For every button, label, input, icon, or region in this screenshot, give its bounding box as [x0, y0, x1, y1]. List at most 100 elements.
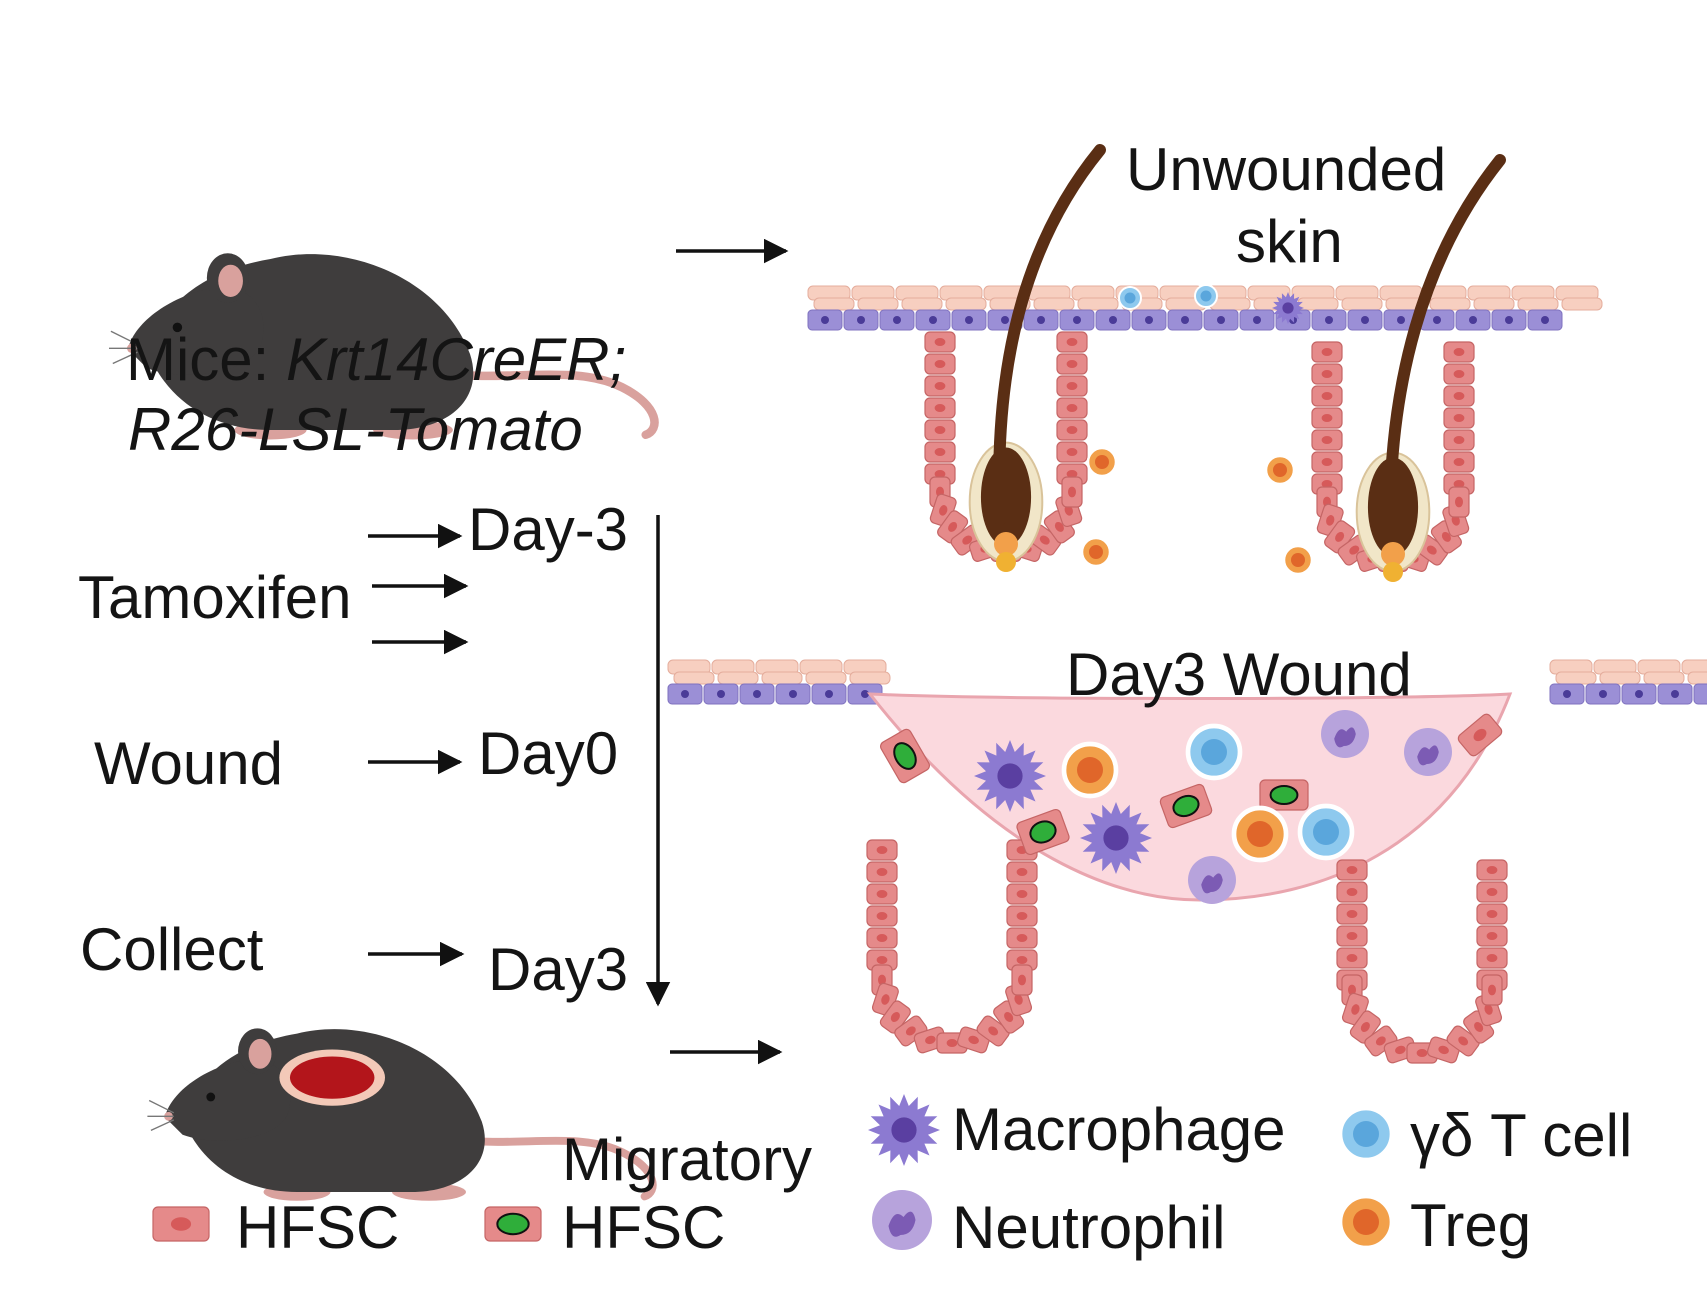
wound-follicle-left-left-cell-nucleus [876, 846, 888, 854]
migratory-hfsc-1 [880, 728, 930, 784]
mouse-eye [206, 1092, 216, 1102]
mouse-whiskers [108, 330, 138, 365]
wound-follicle-left-bulb-cell-nucleus [881, 994, 890, 1005]
unwounded-epidermis [807, 285, 1603, 331]
unwounded-follicle-left-left-cell [924, 375, 956, 397]
unwounded-epidermis-basal-cell [1131, 309, 1167, 331]
wound-follicle-right-bulb-cell [1446, 1025, 1480, 1057]
wound-epidermis-right-basal-cell [1657, 683, 1693, 705]
unwounded-follicle-right-left-cell [1311, 407, 1343, 429]
wound-treg-2 [1231, 805, 1289, 863]
unwounded-follicle-left-left-cell-nucleus [934, 426, 946, 434]
epidermal-gd-t-cell-1-nucleus [1124, 292, 1136, 304]
mouse-wound [289, 1056, 375, 1099]
migratory-hfsc-2 [1016, 808, 1070, 856]
legend-migratory-hfsc-glyph-nucleus [496, 1212, 530, 1236]
mouse-genotype-line1: Mice: Krt14CreER; [126, 330, 626, 390]
wound-epidermis-left-basal-cell [775, 683, 811, 705]
unwounded-epidermis-basal-cell [1491, 309, 1527, 331]
wound-follicle-left-bulb-cell [894, 1015, 928, 1047]
wound-epidermis-right-basal-cell [1549, 683, 1585, 705]
wound-epidermis-right-basal-body [1693, 683, 1707, 705]
wound-follicle-left-bulb-cell-nucleus [1018, 974, 1026, 986]
wound-follicle-left [866, 839, 1038, 1054]
unwounded-follicle-left-right-cell-nucleus [1066, 382, 1078, 390]
migratory-hfsc-4-nucleus [1269, 785, 1299, 805]
wound-follicle-right-left-cell [1336, 947, 1368, 969]
migratory-hfsc-3 [1159, 783, 1213, 829]
wound-follicle-left-left-cell-nucleus [876, 934, 888, 942]
wound-epidermis-left-supra-cell [805, 671, 847, 685]
unwounded-epidermis-supra-cell [857, 297, 899, 311]
wound-follicle-left-left-cell-nucleus [876, 956, 888, 964]
wound-follicle-right-right-cell [1476, 903, 1508, 925]
unwounded-epidermis-basal-cell [1311, 309, 1347, 331]
wound-follicle-left-right-cell-nucleus [1016, 868, 1028, 876]
unwounded-follicle-right-left-cell-nucleus [1321, 370, 1333, 378]
unwounded-follicle-left-right-cell [1056, 441, 1088, 463]
unwounded-epidermis-basal-nucleus [1145, 316, 1153, 324]
unwounded-epidermis-basal-nucleus [1073, 316, 1081, 324]
unwounded-epidermis-basal-nucleus [893, 316, 901, 324]
unwounded-treg-3-nucleus [1273, 463, 1287, 477]
unwounded-follicle-right-left-cell-nucleus [1321, 436, 1333, 444]
wound-follicle-right-bulb-cell-nucleus [1488, 984, 1496, 996]
wound-epidermis-right-basal-cell [1621, 683, 1657, 705]
wound-follicle-right-right-cell-nucleus [1486, 954, 1498, 962]
wound-follicle-right-left-cell [1336, 859, 1368, 881]
unwounded-epidermis-basal-cell [879, 309, 915, 331]
wound-epidermis-right [1549, 659, 1707, 705]
wound-epidermis-right-supra-cell [1555, 671, 1597, 685]
epidermal-gd-t-cell-2 [1194, 284, 1218, 308]
wound-follicle-left-bulb-cell-nucleus [905, 1026, 916, 1036]
unwounded-follicle-right-left-cell-nucleus [1321, 348, 1333, 356]
wound-edge-hfsc [1457, 713, 1503, 757]
wound-treg-2-nucleus [1247, 821, 1273, 847]
unwounded-epidermis-basal-nucleus [1001, 316, 1009, 324]
unwounded-follicle-left-right-cell-nucleus [1066, 338, 1078, 346]
unwounded-skin-panel [807, 144, 1603, 582]
wound-follicle-left-bulb-cell-nucleus [988, 1026, 999, 1036]
wound-macrophage-1-nucleus [997, 763, 1023, 789]
mouse-whiskers [147, 1099, 175, 1131]
wound-neutrophil-3-nucleus [1201, 873, 1223, 894]
unwounded-follicle-left-bulb-cell-nucleus [1039, 535, 1050, 545]
legend-neutrophil-glyph [872, 1190, 932, 1250]
wound-follicle-right-bulb-cell-nucleus [1416, 1049, 1428, 1057]
wound-follicle-left-right-cell-nucleus [1016, 956, 1028, 964]
wound-follicle-right-bulb-cell-nucleus [1360, 1022, 1370, 1032]
unwounded-mouse-illustration [108, 253, 659, 440]
wound-panel [667, 659, 1707, 1064]
legend-macrophage-label: Macrophage [952, 1096, 1286, 1163]
wound-follicle-right-bulb-cell [1481, 974, 1503, 1006]
wound-follicle-left-left-cell-nucleus [876, 912, 888, 920]
unwounded-follicle-right-left-cell-nucleus [1321, 414, 1333, 422]
day3-label: Day3 [488, 936, 629, 1003]
unwounded-follicle-right-left-cell-nucleus [1321, 392, 1333, 400]
wound-epidermis-left-basal-nucleus [681, 690, 689, 698]
wound-follicle-right-right-cell [1476, 881, 1508, 903]
unwounded-follicle-left-left-cell [924, 441, 956, 463]
wound-epidermis-left-basal-nucleus [753, 690, 761, 698]
wound-follicle-left-bulb-cell-nucleus [925, 1035, 936, 1045]
mouse-ear-inner [248, 1038, 272, 1069]
legend-neutrophil-label: Neutrophil [952, 1194, 1226, 1261]
unwounded-follicle-right-niche-cell [1381, 542, 1405, 566]
unwounded-treg-1 [1086, 446, 1118, 478]
unwounded-follicle-left-left-cell-nucleus [934, 338, 946, 346]
wound-gd-t-cell-1-nucleus [1201, 739, 1227, 765]
epidermal-gd-t-cell-2-nucleus [1200, 290, 1212, 302]
mouse-tail [451, 1135, 657, 1201]
unwounded-follicle-left-bulb-cell-nucleus [1054, 521, 1064, 532]
unwounded-epidermis-basal-nucleus [1469, 316, 1477, 324]
wound-macrophage-1 [974, 740, 1046, 812]
wound-follicle-right-right-cell [1476, 947, 1508, 969]
unwounded-follicle-right-bulb-cell-nucleus [1326, 515, 1335, 526]
day0-label: Day0 [478, 720, 619, 787]
unwounded-follicle-left-bulb-cell [1061, 476, 1083, 508]
unwounded-follicle-left-right-cell [1056, 397, 1088, 419]
unwounded-treg-3 [1264, 454, 1296, 486]
migratory-hfsc-3-nucleus [1172, 794, 1200, 818]
unwounded-follicle-left-left-cell-nucleus [934, 404, 946, 412]
unwounded-treg-2 [1080, 536, 1112, 568]
